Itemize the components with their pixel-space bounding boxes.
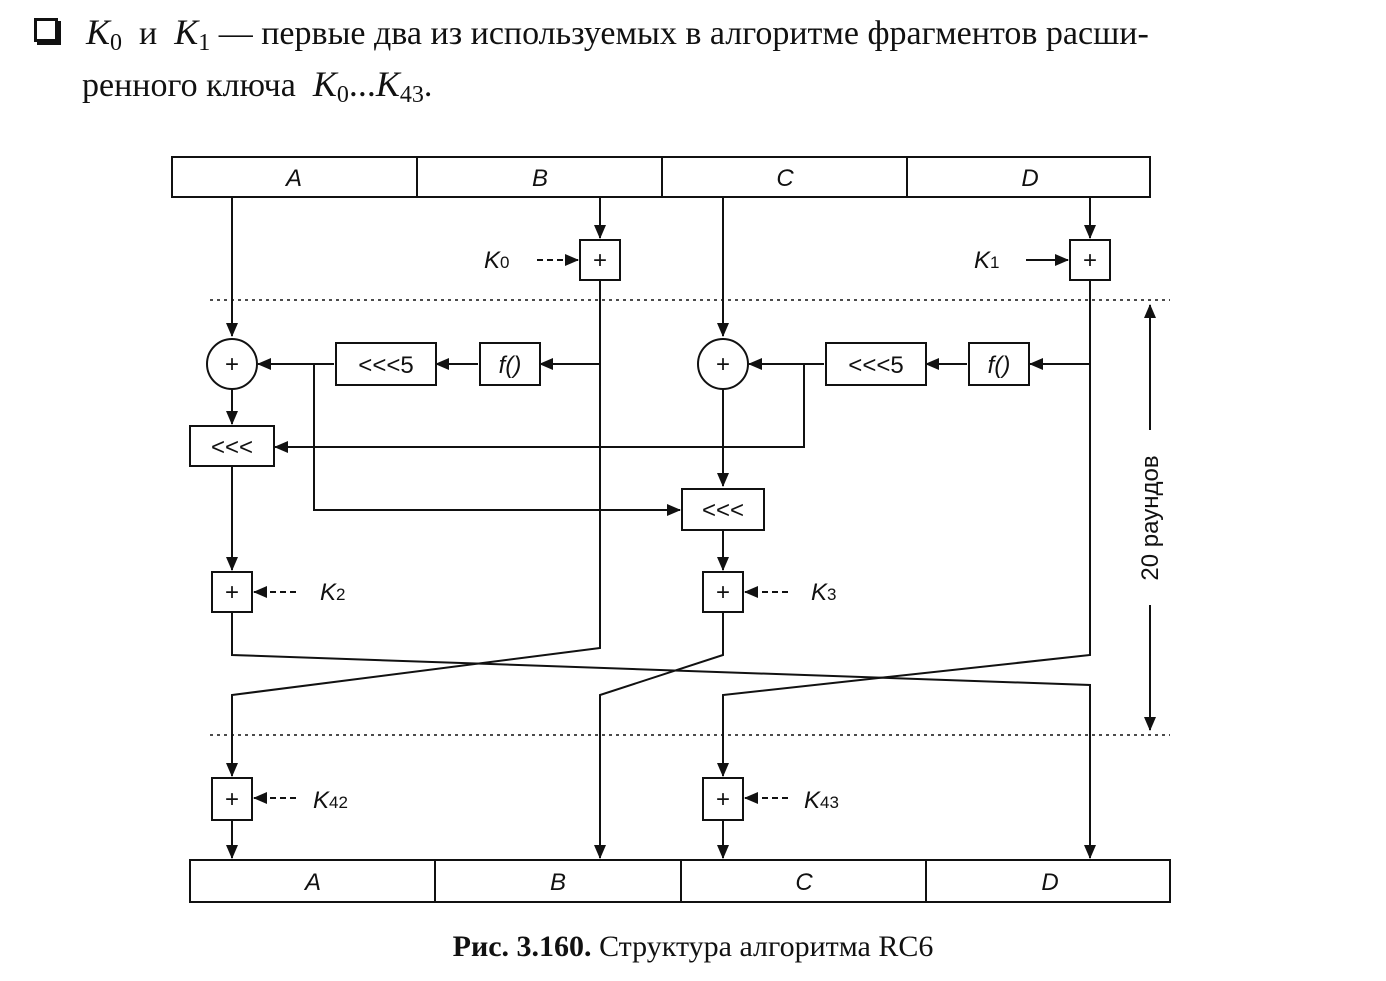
rotate-left-text: <<< bbox=[211, 434, 253, 461]
shift5-left-box bbox=[335, 342, 437, 386]
caption-text: Структура алгоритма RC6 bbox=[599, 930, 934, 963]
shift5-right-box bbox=[825, 342, 927, 386]
add-k3-box bbox=[702, 571, 744, 613]
top-cell-b: B bbox=[532, 165, 548, 192]
intro-line-2: ренного ключа K0...K43. bbox=[82, 64, 433, 108]
add-k1-box bbox=[1069, 239, 1111, 281]
top-cell-a: A bbox=[284, 165, 302, 192]
plus-k2: + bbox=[225, 579, 239, 606]
top-cell-d: D bbox=[1021, 165, 1038, 192]
and-word: и bbox=[139, 15, 158, 52]
plus-k3: + bbox=[716, 579, 730, 606]
func-left-text: f() bbox=[499, 352, 522, 379]
rotate-right-text: <<< bbox=[702, 497, 744, 524]
caption-label: Рис. 3.160. bbox=[452, 930, 592, 963]
func-right-text: f() bbox=[988, 352, 1011, 379]
intro-text-1: — первые два из используемых в алгоритме… bbox=[218, 15, 1149, 52]
key-k3-label: K3 bbox=[811, 579, 836, 606]
top-cell-c: C bbox=[776, 165, 794, 192]
top-register bbox=[171, 156, 1151, 198]
figure-caption: Рис. 3.160. Структура алгоритма RC6 bbox=[0, 930, 1386, 964]
rotate-left-box bbox=[189, 425, 275, 467]
key-k2-label: K2 bbox=[320, 579, 345, 606]
bottom-cell-b: B bbox=[550, 869, 566, 896]
plus-xor-left: + bbox=[225, 351, 239, 378]
rotate-right-box bbox=[681, 488, 765, 531]
bottom-register bbox=[189, 859, 1171, 903]
key-k43-label: K43 bbox=[804, 787, 839, 814]
func-left-box bbox=[479, 342, 541, 386]
checkbox-bullet-icon bbox=[34, 18, 58, 42]
plus-k0: + bbox=[593, 247, 607, 274]
key-k1-label: K1 bbox=[974, 247, 999, 274]
xor-right-circle bbox=[697, 338, 749, 390]
key-k42-label: K42 bbox=[313, 787, 348, 814]
add-k0-box bbox=[579, 239, 621, 281]
bottom-cell-c: C bbox=[795, 869, 813, 896]
add-k42-box bbox=[211, 777, 253, 821]
rounds-label: 20 раундов bbox=[1137, 455, 1164, 580]
plus-k1: + bbox=[1083, 247, 1097, 274]
xor-left-circle bbox=[206, 338, 258, 390]
plus-k43: + bbox=[716, 786, 730, 813]
add-k43-box bbox=[702, 777, 744, 821]
intro-text-2: ренного ключа bbox=[82, 67, 296, 104]
shift5-left-text: <<<5 bbox=[358, 352, 413, 379]
key-k0-label: K0 bbox=[484, 247, 509, 274]
plus-k42: + bbox=[225, 786, 239, 813]
intro-line-1: K0 и K1 — первые два из используемых в а… bbox=[86, 6, 1149, 69]
bottom-cell-a: A bbox=[303, 869, 321, 896]
key-range-symbol: K0...K43 bbox=[312, 64, 424, 108]
key-k1-symbol: K1 bbox=[174, 12, 211, 56]
key-k0-symbol: K0 bbox=[86, 12, 123, 56]
add-k2-box bbox=[211, 571, 253, 613]
plus-xor-right: + bbox=[716, 351, 730, 378]
bottom-cell-d: D bbox=[1041, 869, 1058, 896]
shift5-right-text: <<<5 bbox=[848, 352, 903, 379]
func-right-box bbox=[968, 342, 1030, 386]
